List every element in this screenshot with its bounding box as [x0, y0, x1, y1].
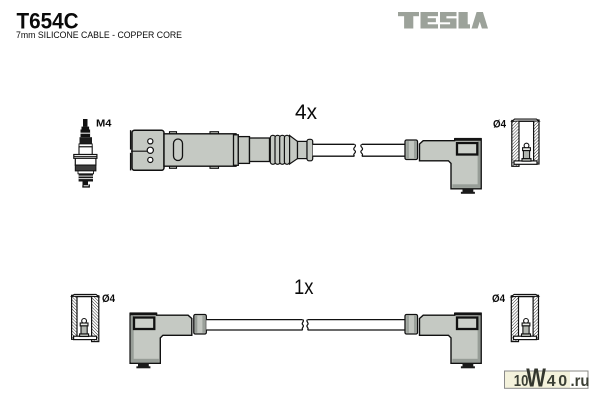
svg-text:Ø4: Ø4 — [493, 118, 507, 130]
svg-text:1x: 1x — [294, 275, 314, 299]
svg-text:7mm SILICONE CABLE - COPPER CO: 7mm SILICONE CABLE - COPPER CORE — [16, 29, 182, 40]
svg-text:M4: M4 — [96, 118, 112, 130]
svg-text:4x: 4x — [295, 100, 317, 124]
svg-text:40: 40 — [547, 373, 570, 390]
svg-text:Ø4: Ø4 — [102, 293, 116, 305]
svg-text:T654C: T654C — [17, 8, 79, 33]
svg-text:Ø4: Ø4 — [492, 293, 506, 305]
svg-text:10: 10 — [514, 373, 529, 390]
svg-text:.ru: .ru — [571, 373, 590, 391]
svg-text:W: W — [526, 363, 546, 392]
